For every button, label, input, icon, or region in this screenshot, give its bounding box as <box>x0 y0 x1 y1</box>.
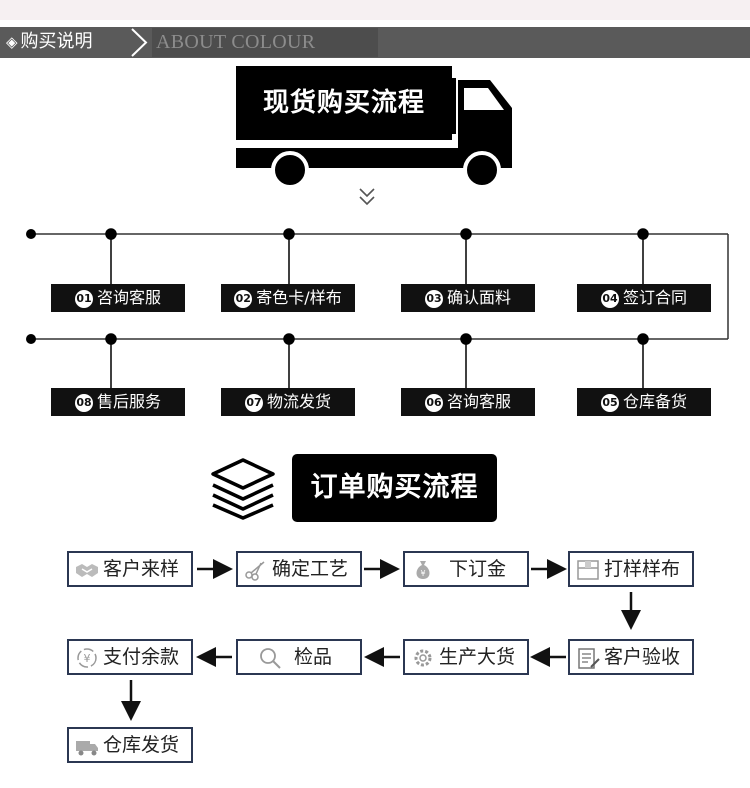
step-label: 咨询客服 <box>446 392 511 411</box>
stock-flow-title-box: 现货购买流程 <box>236 66 452 140</box>
box-icon <box>577 560 599 580</box>
order-flow-title: 订单购买流程 <box>292 454 497 522</box>
gear-icon <box>414 649 432 667</box>
delivery-truck-icon <box>76 741 98 756</box>
top-strip <box>0 0 750 20</box>
magnifier-icon <box>260 648 281 669</box>
stock-flow-timeline <box>26 228 729 388</box>
step-label: 仓库备货 <box>622 392 687 411</box>
order-step-deposit: ¥ 下订金 <box>403 551 529 587</box>
order-step-sample-fabric: 打样样布 <box>568 551 694 587</box>
scissors-icon <box>245 561 265 581</box>
order-step-label: 仓库发货 <box>103 734 180 756</box>
order-step-label: 检品 <box>294 646 333 668</box>
step-number: 08 <box>74 394 93 412</box>
order-step-label: 客户来样 <box>103 558 180 580</box>
step-number: 01 <box>74 290 93 308</box>
order-step-label: 生产大货 <box>439 646 516 668</box>
header-title: ◈购买说明 <box>6 30 93 54</box>
order-step-label: 打样样布 <box>604 558 681 580</box>
stock-flow-title: 现货购买流程 <box>262 88 425 118</box>
step-number: 02 <box>234 290 253 308</box>
step-number: 07 <box>244 394 263 412</box>
chevron-right-icon <box>131 28 148 57</box>
chevron-down-icon <box>359 188 375 206</box>
order-step-customer-sample: 客户来样 <box>67 551 193 587</box>
order-step-label: 支付余款 <box>103 646 180 668</box>
step-label: 咨询客服 <box>96 288 161 307</box>
step-number: 06 <box>424 394 443 412</box>
layers-icon <box>211 458 275 520</box>
order-step-confirm-craft: 确定工艺 <box>236 551 362 587</box>
document-icon <box>578 648 600 669</box>
section-header: ◈购买说明 ABOUT COLOUR <box>0 27 750 58</box>
order-step-label: 下订金 <box>449 558 507 580</box>
header-subtitle: ABOUT COLOUR <box>152 28 378 57</box>
money-bag-icon: ¥ <box>416 561 430 579</box>
step-number: 03 <box>424 290 443 308</box>
step-label: 物流发货 <box>266 392 331 411</box>
order-step-acceptance: 客户验收 <box>568 639 694 675</box>
header-title-text: 购买说明 <box>20 31 93 52</box>
order-step-balance-payment: ¥ 支付余款 <box>67 639 193 675</box>
svg-text:¥: ¥ <box>420 569 425 578</box>
svg-text:¥: ¥ <box>84 652 91 665</box>
handshake-icon <box>76 564 98 577</box>
diamond-icon: ◈ <box>6 33 18 51</box>
order-step-label: 客户验收 <box>604 646 681 668</box>
order-step-label: 确定工艺 <box>272 558 349 580</box>
order-step-inspection: 检品 <box>236 639 362 675</box>
step-label: 寄色卡/样布 <box>256 288 342 307</box>
step-label: 确认面料 <box>446 288 511 307</box>
yuan-coin-icon: ¥ <box>77 648 97 668</box>
truck-icon <box>236 78 512 189</box>
step-label: 签订合同 <box>622 288 687 307</box>
order-step-warehouse-shipping: 仓库发货 <box>67 727 193 763</box>
step-label: 售后服务 <box>96 392 161 411</box>
order-step-production: 生产大货 <box>403 639 529 675</box>
step-number: 04 <box>600 290 619 308</box>
step-number: 05 <box>600 394 619 412</box>
